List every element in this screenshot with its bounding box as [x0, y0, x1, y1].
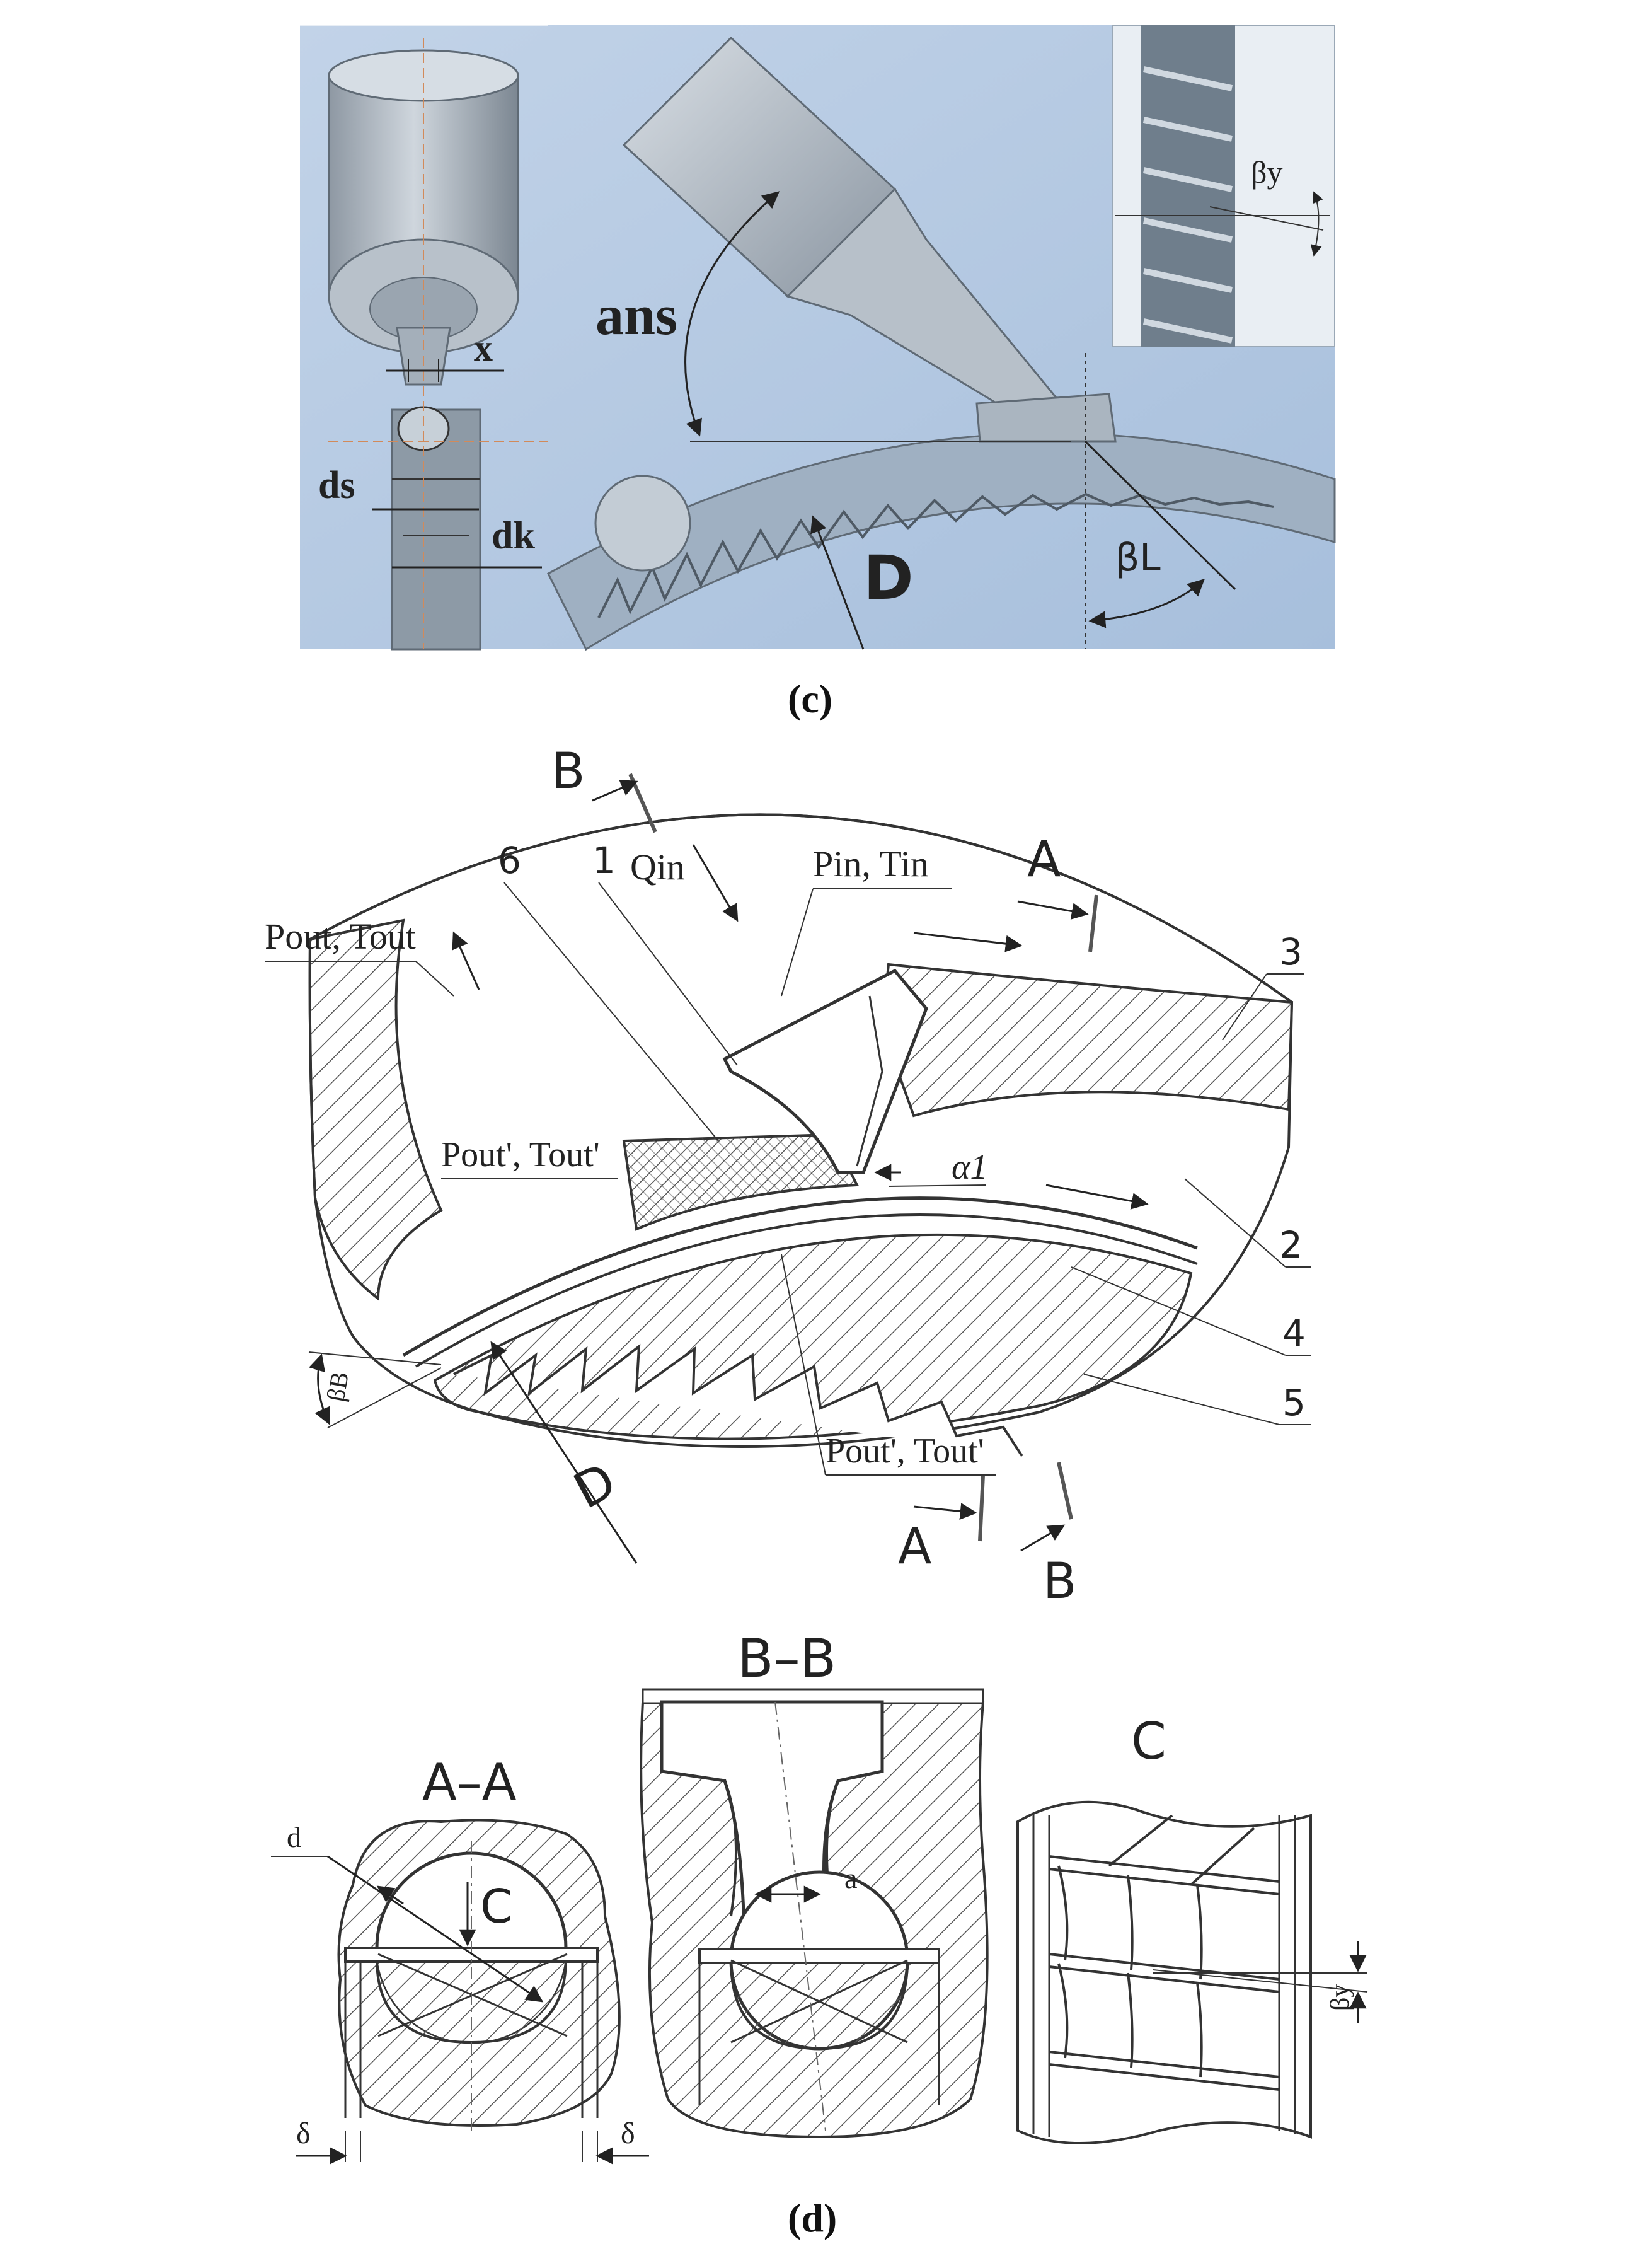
- label-dk: dk: [492, 514, 535, 557]
- part-number-1: 1: [592, 839, 616, 882]
- label-betaB: βB: [321, 1369, 354, 1403]
- part-number-5: 5: [1282, 1381, 1306, 1424]
- caption-d: (d): [788, 2196, 837, 2240]
- view-c-title: C: [1131, 1712, 1166, 1771]
- label-Qin: Qin: [630, 847, 685, 888]
- label-Pout2-upper: Pout', Tout': [441, 1135, 600, 1174]
- label-D-d: D: [565, 1452, 625, 1520]
- rotor-teeth-4: [453, 1343, 1023, 1457]
- outer-arc: [309, 813, 1293, 1004]
- label-x: x: [474, 327, 493, 369]
- marker-A-top: A: [1027, 831, 1061, 888]
- part-number-6: 6: [498, 839, 521, 882]
- label-betay-d: βy: [1326, 1984, 1355, 2011]
- angle-betaL-arc: [1088, 579, 1205, 628]
- tool-ball: [397, 406, 450, 451]
- view-c-grooves: [1049, 1814, 1280, 2091]
- panel-c: x ds dk ans D βL: [300, 25, 1336, 721]
- housing-left: [308, 918, 443, 1301]
- marker-B-bottom: B: [1043, 1553, 1077, 1610]
- label-Pout-Tout: Pout, Tout: [265, 916, 416, 957]
- view-c: C βy: [1016, 1712, 1368, 2144]
- tool-side-view: x ds dk: [300, 25, 548, 651]
- channel-2: [402, 1196, 1198, 1357]
- label-delta-left: δ: [296, 2117, 311, 2150]
- label-a: a: [844, 1862, 857, 1894]
- nozzle-and-wheel: ans D βL: [547, 36, 1336, 651]
- label-ds: ds: [318, 464, 355, 507]
- inset-groove-view: βy: [1112, 25, 1335, 347]
- nozzle-insert-1: [722, 968, 928, 1174]
- label-betaL: βL: [1115, 536, 1161, 580]
- label-d: d: [287, 1821, 301, 1853]
- section-bb-title: B–B: [737, 1628, 836, 1689]
- part-number-3: 3: [1279, 930, 1303, 973]
- tool-section-circle: [594, 475, 691, 572]
- inset-grooves: [1142, 66, 1233, 344]
- label-ans: ans: [595, 284, 677, 347]
- section-aa-title: A–A: [422, 1753, 517, 1812]
- label-Pout2-lower: Pout', Tout': [826, 1432, 984, 1471]
- part-number-2: 2: [1279, 1224, 1303, 1266]
- label-betay-c: βy: [1251, 154, 1282, 190]
- label-delta-right: δ: [621, 2117, 635, 2150]
- marker-B-top: B: [551, 743, 585, 800]
- wheel-cap: [975, 393, 1117, 443]
- tool-shank: [391, 408, 481, 651]
- panel-d-main: B B A A Qin Pin, Tin Pout, Tout Pout', T…: [265, 743, 1311, 1610]
- angle-ans-arc: [684, 191, 780, 437]
- label-D-c: D: [863, 543, 914, 613]
- wheel-rim: [547, 432, 1336, 651]
- label-C-view: C: [480, 1880, 513, 1934]
- marker-A-bottom: A: [898, 1519, 931, 1575]
- section-aa: A–A δ δ d C: [271, 1753, 649, 2165]
- label-Pin-Tin: Pin, Tin: [813, 843, 929, 884]
- part-number-4: 4: [1282, 1312, 1306, 1355]
- region-6-cross: [624, 1135, 857, 1229]
- caption-c: (c): [788, 676, 832, 721]
- label-alpha1: α1: [952, 1148, 987, 1187]
- section-bb: B–B a: [640, 1628, 989, 2139]
